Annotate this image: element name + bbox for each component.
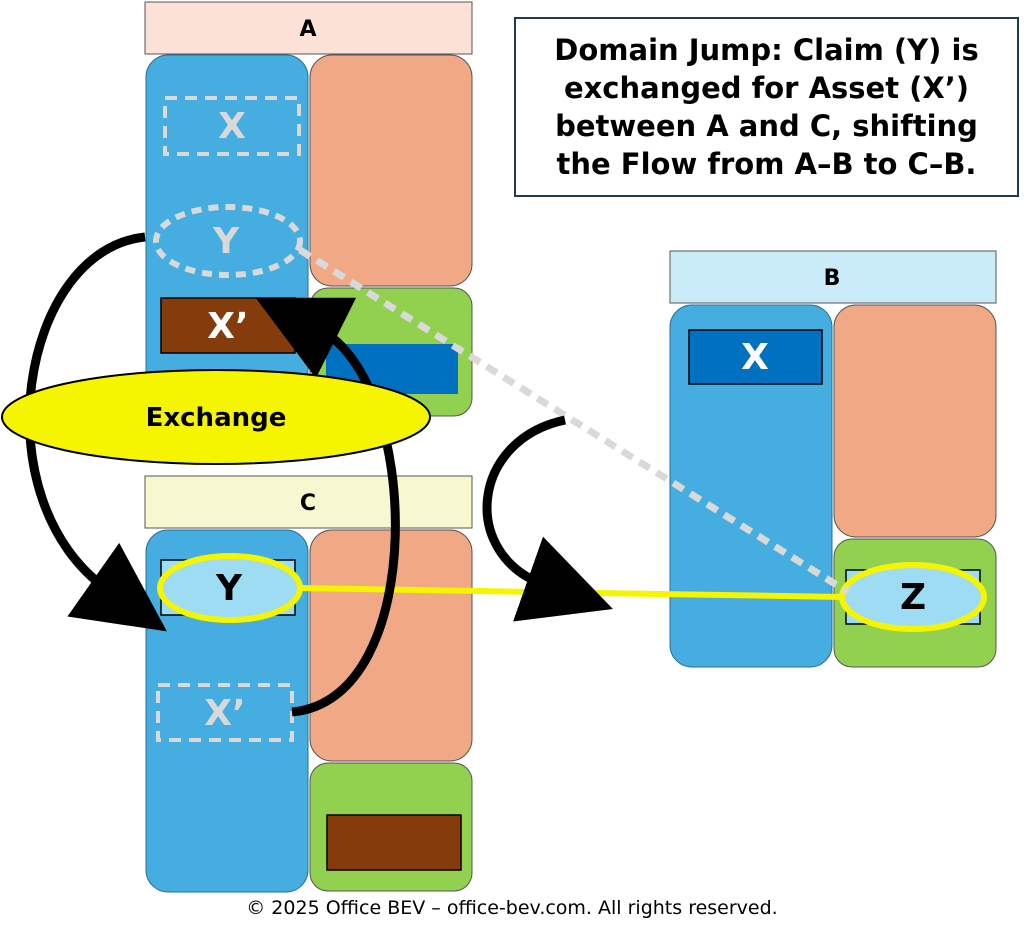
entity-c-header-label: C (300, 491, 316, 516)
diagram-title: Domain Jump: Claim (Y) is exchanged for … (514, 17, 1019, 197)
arrow-a-y-to-c-y (24, 232, 167, 632)
entity-c-ghost-xprime-box (156, 683, 294, 742)
entity-c-ghost-xprime-label: X’ (204, 693, 245, 734)
entity-a-ghost-x-label: X (218, 106, 246, 147)
entity-b-asset-column (669, 304, 833, 668)
entity-c-equity-inner-brown (326, 814, 462, 871)
copyright-footer: © 2025 Office BEV – office-bev.com. All … (246, 897, 778, 919)
entity-a-header (144, 1, 473, 55)
entity-a-liability-block (309, 54, 473, 287)
exchange-ellipse (1, 369, 431, 465)
entity-b-asset-x-box (688, 329, 823, 385)
entity-b: B X Z (669, 250, 997, 668)
arrow-jump-to-c-b-flow (482, 415, 613, 622)
entity-b-liability-block (833, 304, 997, 538)
entity-a-header-label: A (299, 17, 316, 42)
entity-c-y-label: Y (215, 568, 243, 609)
entity-c-header (144, 475, 473, 529)
entity-a-ghost-x-box (163, 96, 301, 156)
entity-b-header-label: B (824, 266, 841, 291)
entity-b-header (669, 250, 997, 304)
entity-b-asset-x-label: X (741, 337, 769, 378)
entity-a: A X Y X’ (144, 1, 473, 417)
entity-b-z-label: Z (900, 577, 926, 618)
entity-a-asset-xprime-label: X’ (207, 306, 248, 347)
entity-a-ghost-y-ellipse (153, 204, 303, 278)
exchange-label: Exchange (146, 403, 287, 433)
old-flow-line-a-to-b (298, 247, 850, 595)
arrow-c-xprime-to-a-xprime (255, 297, 400, 717)
entity-c: C Y X’ (144, 475, 473, 893)
entity-a-ghost-y-label: Y (212, 221, 240, 262)
